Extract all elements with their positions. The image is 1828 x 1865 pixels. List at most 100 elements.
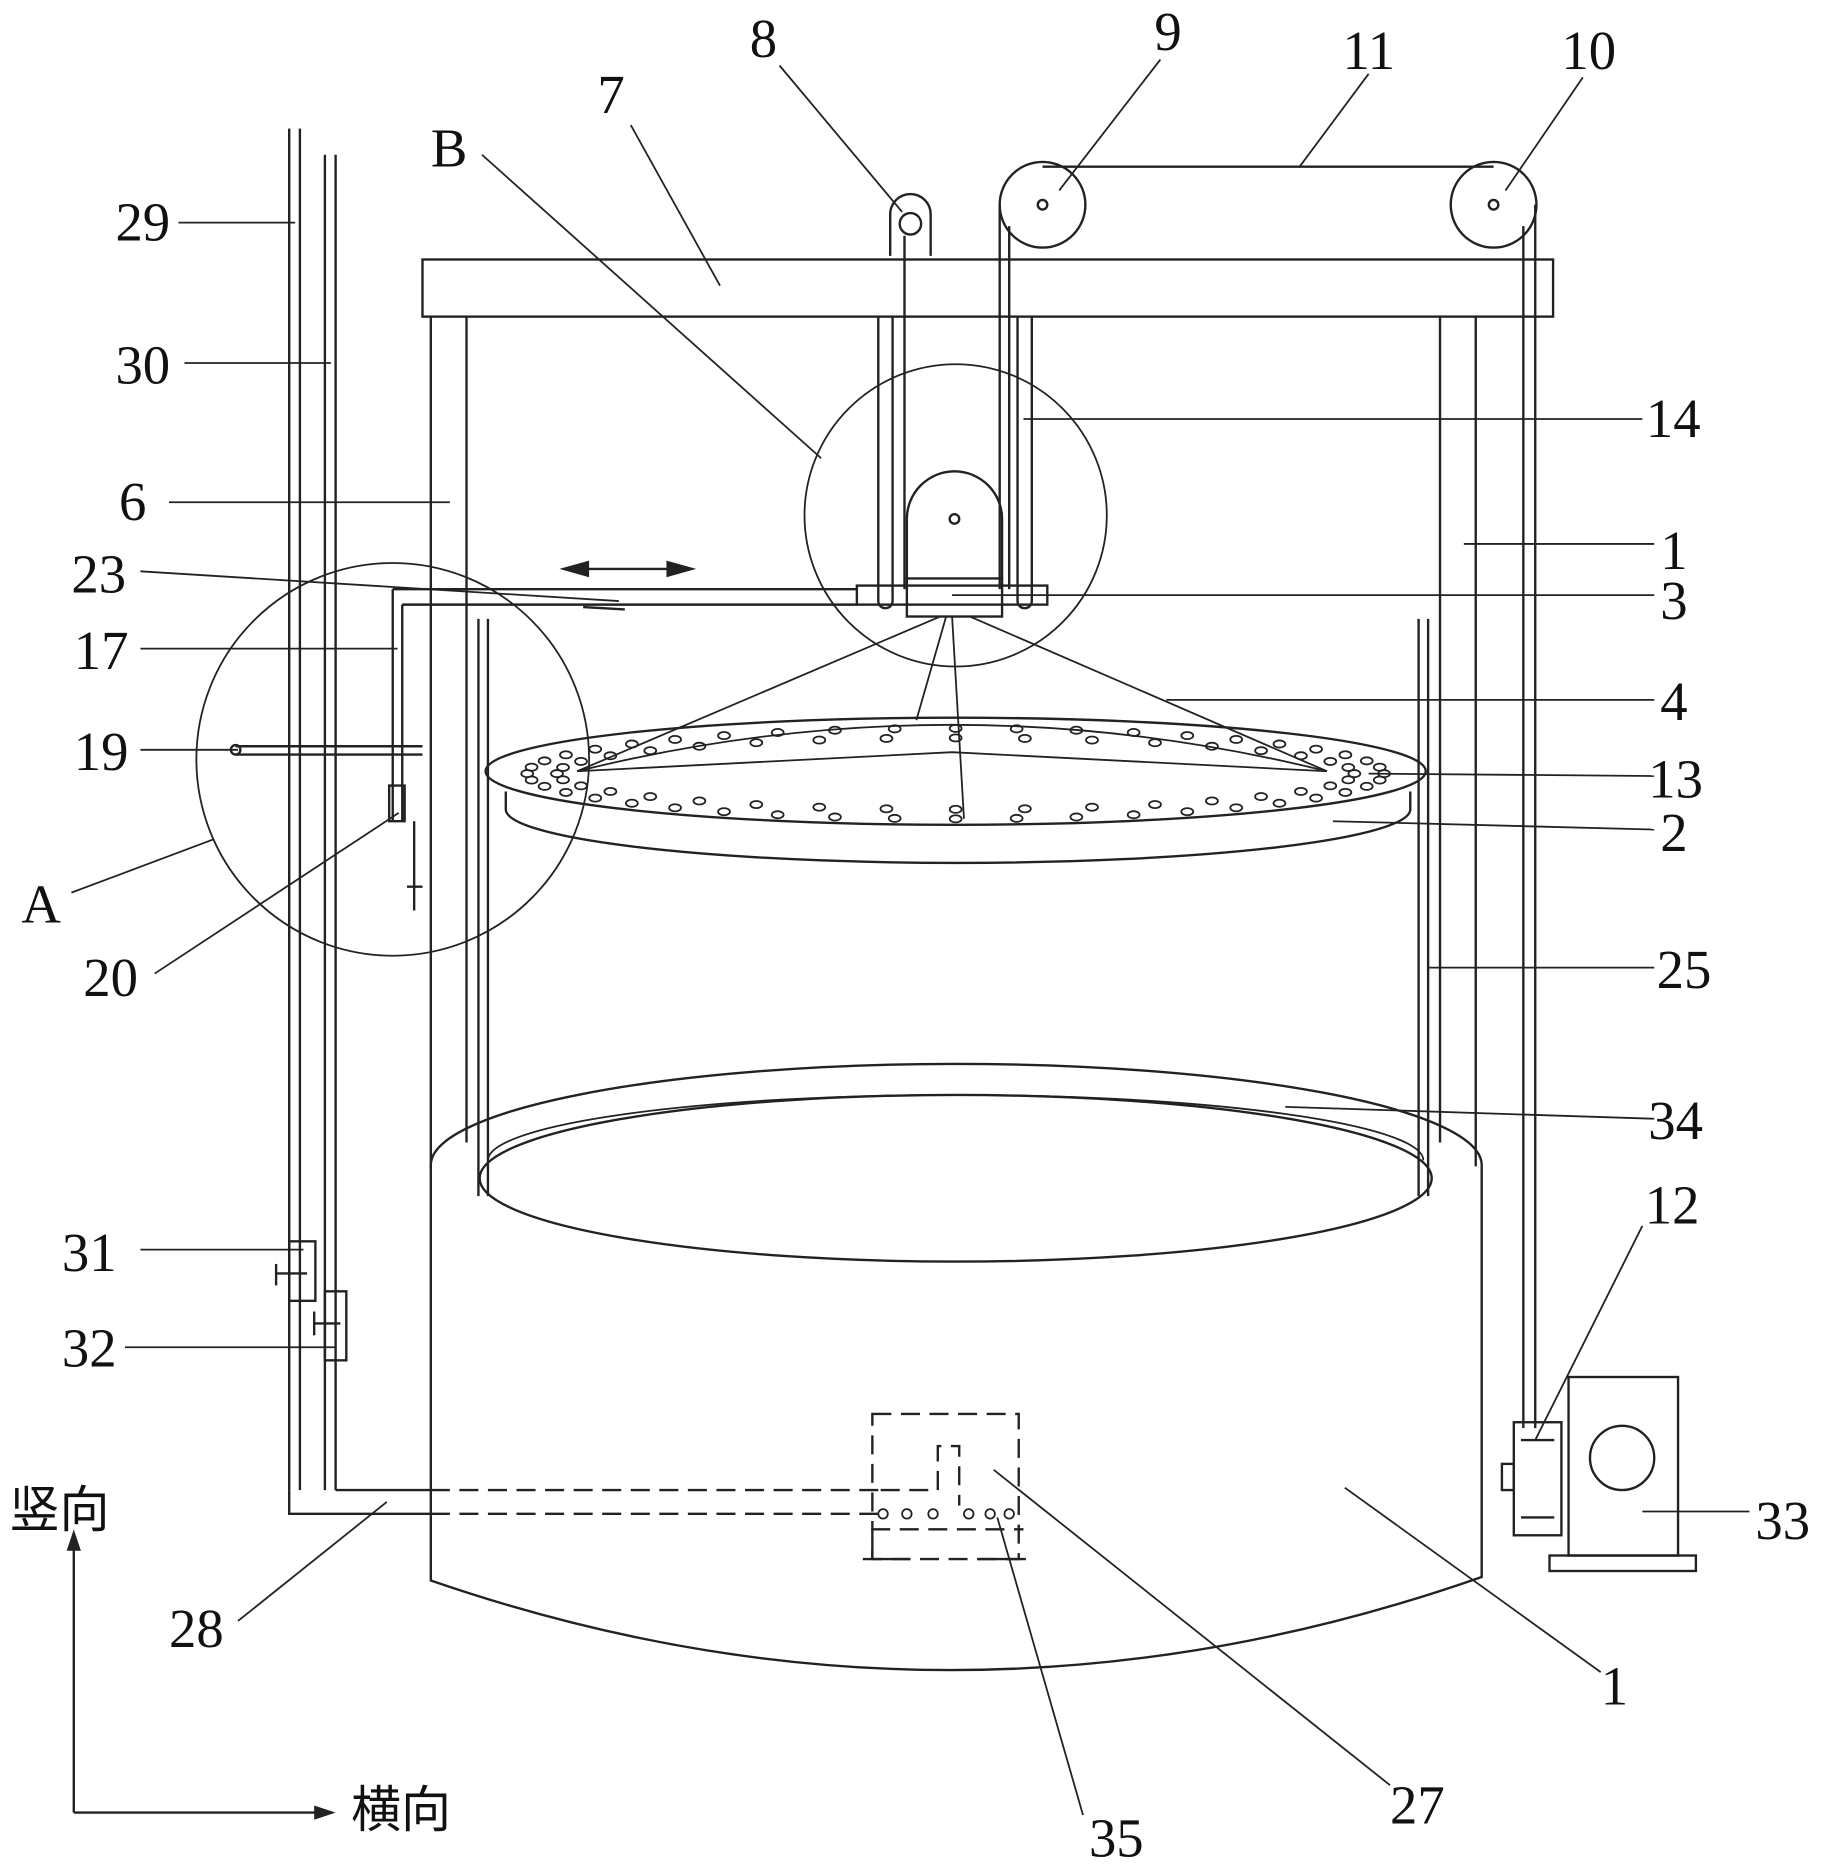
perforation-hole bbox=[575, 782, 587, 789]
label-4: 4 bbox=[1660, 671, 1687, 732]
perforation-hole bbox=[557, 764, 569, 771]
guide-rod-25-right bbox=[1419, 619, 1429, 1196]
perforation-hole bbox=[669, 804, 681, 811]
label-30: 30 bbox=[115, 334, 170, 395]
label-6: 6 bbox=[119, 471, 146, 532]
axis-label-horizontal: 横向 bbox=[351, 1781, 451, 1839]
perforation-hole bbox=[829, 813, 841, 820]
perforation-hole bbox=[526, 764, 538, 771]
label-10: 10 bbox=[1561, 20, 1616, 81]
outlet-hole bbox=[1004, 1509, 1014, 1519]
outlet-holes-35 bbox=[878, 1509, 1014, 1519]
perforation-hole bbox=[560, 751, 572, 758]
perforation-hole bbox=[669, 736, 681, 743]
outlet-hole bbox=[902, 1509, 912, 1519]
label-35: 35 bbox=[1089, 1808, 1144, 1865]
label-25: 25 bbox=[1657, 939, 1712, 1000]
perforation-hole bbox=[880, 735, 892, 742]
perforation-hole bbox=[1339, 789, 1351, 796]
arrow-double-icon bbox=[559, 561, 696, 578]
perforation-hole bbox=[626, 800, 638, 807]
top-beam-7 bbox=[422, 259, 1553, 316]
outlet-hole bbox=[928, 1509, 938, 1519]
column-1 bbox=[1440, 317, 1476, 1167]
perforation-hole bbox=[1086, 804, 1098, 811]
perforation-hole bbox=[604, 788, 616, 795]
column-6 bbox=[431, 317, 467, 1169]
label-17: 17 bbox=[74, 620, 129, 681]
label-3: 3 bbox=[1660, 570, 1687, 631]
perforation-hole bbox=[1181, 808, 1193, 815]
perforation-hole bbox=[560, 789, 572, 796]
perforation-hole bbox=[1128, 811, 1140, 818]
perforation-hole bbox=[1019, 805, 1031, 812]
motor-33 bbox=[1550, 1377, 1696, 1571]
perforation-hole bbox=[772, 811, 784, 818]
perforation-hole bbox=[693, 797, 705, 804]
perforation-hole bbox=[813, 737, 825, 744]
pipe-29 bbox=[289, 129, 300, 1490]
perforation-hole bbox=[813, 804, 825, 811]
label-20: 20 bbox=[83, 947, 138, 1008]
outlet-hole bbox=[878, 1509, 888, 1519]
perforation-hole bbox=[1324, 758, 1336, 765]
label-23: 23 bbox=[71, 544, 126, 605]
perforation-hole bbox=[539, 783, 551, 790]
perforation-hole bbox=[1181, 732, 1193, 739]
perforation-hole bbox=[1230, 736, 1242, 743]
label-19: 19 bbox=[74, 721, 129, 782]
perforation-hole bbox=[1019, 735, 1031, 742]
perforation-hole bbox=[1255, 793, 1267, 800]
perforation-hole bbox=[644, 747, 656, 754]
perforation-hole bbox=[644, 793, 656, 800]
label-7: 7 bbox=[597, 64, 624, 125]
label-8: 8 bbox=[750, 8, 777, 69]
pump-27 bbox=[863, 1414, 1026, 1559]
perforation-hole bbox=[1273, 740, 1285, 747]
label-32: 32 bbox=[62, 1317, 117, 1378]
pulley-9 bbox=[1000, 162, 1086, 248]
rod-23 bbox=[393, 586, 1048, 822]
perforation-hole bbox=[1149, 801, 1161, 808]
pipe-28 bbox=[289, 1490, 880, 1514]
perforation-hole bbox=[1206, 797, 1218, 804]
perforation-hole bbox=[589, 795, 601, 802]
perforation-hole bbox=[1339, 751, 1351, 758]
perforation-hole bbox=[880, 805, 892, 812]
label-A: A bbox=[21, 873, 61, 934]
perforation-hole bbox=[1273, 800, 1285, 807]
perforation-hole bbox=[950, 725, 962, 732]
perforation-hole bbox=[1149, 739, 1161, 746]
perforation-hole bbox=[1374, 764, 1386, 771]
perforation-hole bbox=[1374, 776, 1386, 783]
perforation-hole bbox=[889, 815, 901, 822]
perforation-hole bbox=[718, 808, 730, 815]
label-12: 12 bbox=[1645, 1174, 1700, 1235]
perforation-hole bbox=[750, 739, 762, 746]
perforation-hole bbox=[1086, 737, 1098, 744]
perforation-hole bbox=[1295, 788, 1307, 795]
tank-1 bbox=[431, 1064, 1482, 1670]
label-28: 28 bbox=[169, 1598, 224, 1659]
axis-label-vertical: 竖向 bbox=[10, 1481, 110, 1539]
perforation-hole bbox=[1255, 747, 1267, 754]
pipe-30 bbox=[325, 155, 336, 1490]
label-11: 11 bbox=[1342, 20, 1395, 81]
perforation-hole bbox=[1295, 752, 1307, 759]
label-27: 27 bbox=[1390, 1774, 1445, 1835]
perforation-hole bbox=[1324, 782, 1336, 789]
perforation-hole bbox=[950, 806, 962, 813]
label-34: 34 bbox=[1648, 1090, 1703, 1151]
label-33: 33 bbox=[1755, 1490, 1810, 1551]
perforation-hole bbox=[1011, 815, 1023, 822]
perforation-hole bbox=[626, 740, 638, 747]
hook-8 bbox=[890, 194, 930, 589]
valve-32 bbox=[314, 1291, 346, 1360]
perforation-hole bbox=[1230, 804, 1242, 811]
perforation-hole bbox=[589, 746, 601, 753]
winch-12 bbox=[1502, 1422, 1562, 1535]
axis-arrows bbox=[67, 1529, 336, 1819]
label-2: 2 bbox=[1660, 802, 1687, 863]
